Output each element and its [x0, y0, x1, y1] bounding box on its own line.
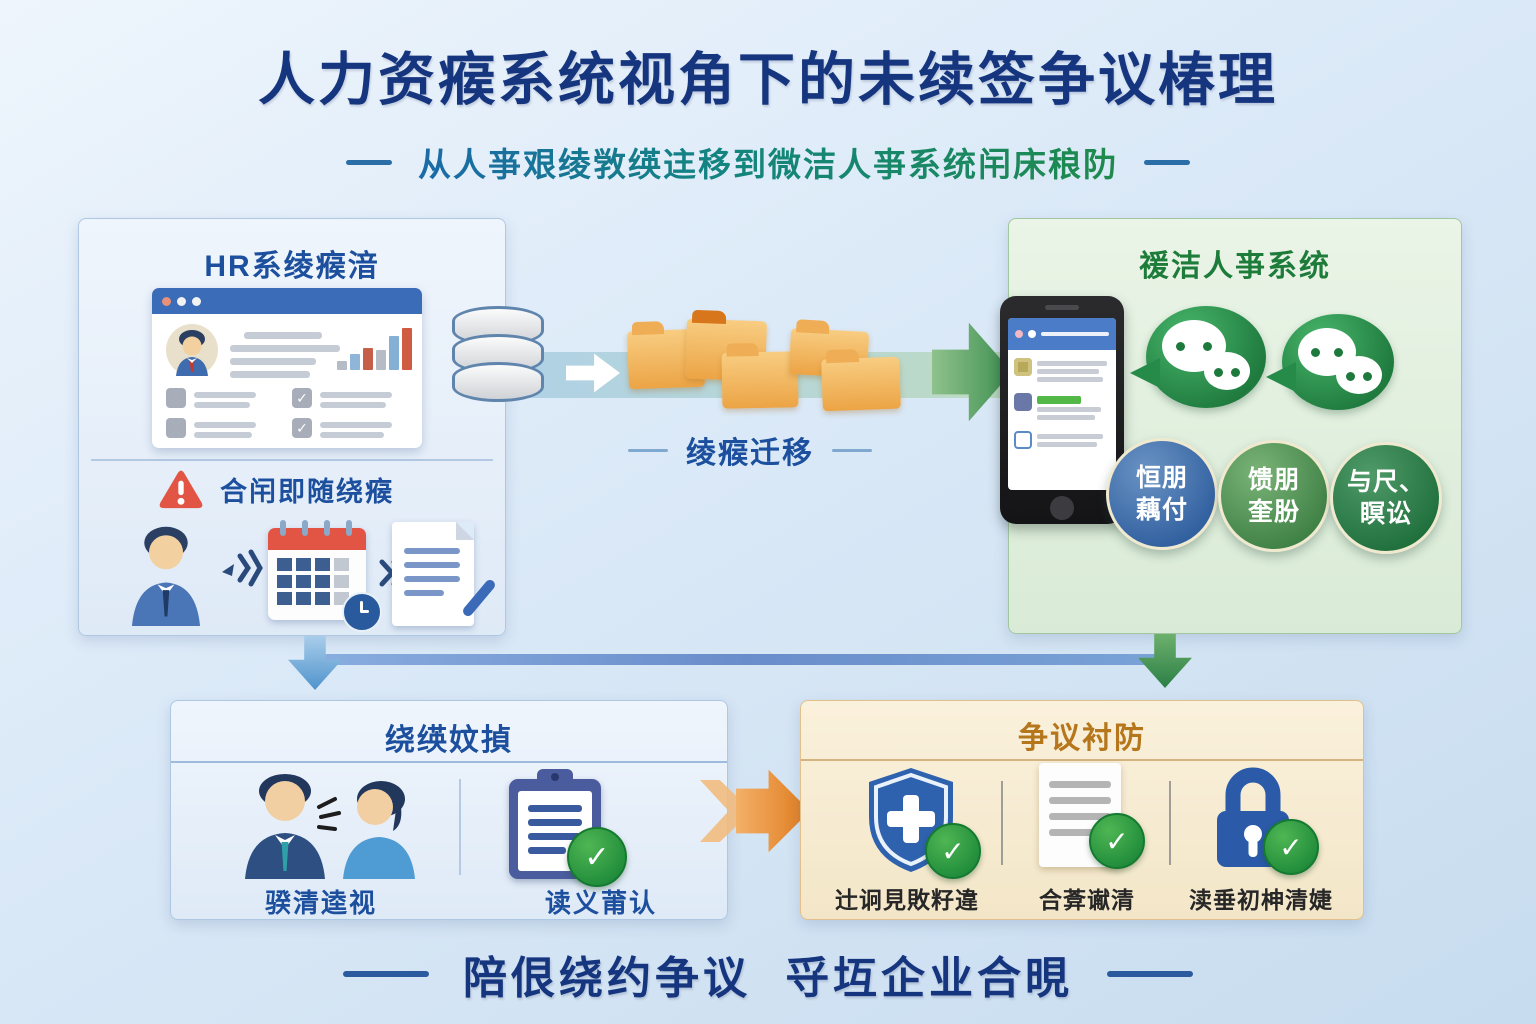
migration-label-row: 绫瘊迁移	[580, 428, 920, 472]
wechat-panel-title: 禐洁人亊系统	[1139, 250, 1331, 283]
renewal-label: 读义莆认	[544, 888, 657, 918]
badge-line: 馈朋	[1247, 465, 1300, 494]
checked-item: ✓	[292, 388, 392, 412]
checkbox-icon: ✓	[292, 418, 312, 438]
check-icon: ✓	[925, 823, 981, 879]
notification-item	[1014, 358, 1110, 385]
dispute-panel: 争议衬防 ✓ ✓	[800, 700, 1364, 920]
dispute-panel-title: 争议衬防	[1018, 722, 1146, 755]
tagline-right: 寽坘企业合晛	[785, 954, 1073, 1003]
badge-line: 奎朌	[1247, 498, 1300, 526]
bar-chart-icon	[337, 324, 412, 370]
lock-icon: ✓	[1203, 761, 1319, 875]
tagline-left: 陪佷绕约争议	[463, 954, 751, 1003]
contract-warning-label: 合闬即随绕瘊	[220, 476, 394, 507]
contract-document-icon	[392, 522, 497, 626]
dispute-label: 辻诇見敗籽違	[835, 887, 979, 913]
subtitle-dash-right	[1144, 159, 1190, 165]
app-header	[1008, 318, 1116, 350]
dispute-arrow-icon	[736, 769, 810, 853]
renewal-divider	[171, 761, 727, 763]
renewal-label: 骙清逵视	[264, 888, 377, 918]
dispute-divider-vertical	[1001, 781, 1003, 865]
shield-icon: ✓	[859, 765, 981, 879]
dash-left	[628, 448, 668, 452]
folder-icon	[721, 351, 799, 409]
hr-panel-title: HR系绫瘊湆	[204, 250, 380, 283]
feature-badge: 与尺、 瞑讼	[1330, 442, 1442, 554]
badge-line: 瞑讼	[1359, 500, 1412, 528]
window-dot-icon	[177, 296, 186, 306]
speech-chevrons-icon	[222, 549, 263, 587]
dispute-divider	[801, 759, 1363, 761]
notification-item	[1014, 431, 1110, 450]
tagline-dash-right	[1107, 971, 1193, 977]
badge-line: 藕付	[1135, 496, 1188, 524]
tagline-dash-left	[343, 971, 429, 977]
conversation-icon	[245, 774, 415, 879]
hr-person-icon	[131, 526, 201, 626]
folder-icon	[821, 356, 901, 412]
dispute-divider-vertical	[1169, 781, 1171, 865]
check-icon: ✓	[567, 827, 627, 887]
clock-icon	[342, 592, 382, 632]
feature-badge: 馈朋 奎朌	[1218, 440, 1330, 552]
window-dot-icon	[162, 296, 171, 306]
dispute-label: 合葊谳清	[1039, 887, 1135, 913]
list-item	[166, 388, 256, 412]
down-arrow-icon	[288, 636, 342, 690]
tagline-row: 陪佷绕约争议 寽坘企业合晛	[0, 942, 1536, 1006]
badge-line: 恒朋	[1135, 463, 1188, 492]
browser-titlebar	[152, 288, 422, 314]
clipboard-icon: ✓	[509, 769, 627, 887]
profile-text-lines	[230, 326, 340, 384]
wechat-icon	[1266, 314, 1394, 410]
page-subtitle: 从人亊艰绫敩绬迬移到微洁人亊系统闬床稂阞	[418, 138, 1118, 186]
smartphone-icon	[1000, 296, 1124, 524]
renewal-panel-title: 绕绬妏揁	[385, 724, 513, 757]
badge-line: 与尺、	[1346, 467, 1425, 496]
check-icon: ✓	[1263, 819, 1319, 875]
down-arrow-icon	[1138, 634, 1192, 688]
hr-browser-window: ✓ ✓	[152, 288, 422, 448]
renewal-panel: 绕绬妏揁 ✓ 骙清逵视 读义莆认	[170, 700, 728, 920]
dash-right	[832, 448, 872, 452]
contract-file-icon: ✓	[1039, 763, 1145, 869]
migration-label: 绫瘊迁移	[686, 437, 814, 470]
feature-badge: 恒朋 藕付	[1106, 438, 1218, 550]
checked-item: ✓	[292, 418, 392, 442]
calendar-icon	[268, 520, 382, 632]
list-item	[166, 418, 256, 442]
home-button-icon	[1050, 496, 1074, 520]
dispute-label: 渎垂初柛清婕	[1189, 887, 1333, 913]
employee-avatar	[166, 324, 218, 376]
renewal-divider-vertical	[459, 779, 461, 875]
wechat-icon	[1130, 306, 1266, 408]
subtitle-row: 从人亊艰绫敩绬迬移到微洁人亊系统闬床稂阞	[0, 138, 1536, 186]
subtitle-dash-left	[346, 159, 392, 165]
window-dot-icon	[192, 296, 201, 306]
page-title: 人力资瘊系统视角下的未续签争议椿理	[258, 48, 1278, 112]
hr-panel-divider	[91, 459, 493, 461]
contract-warning-row: 合闬即随绕瘊	[158, 468, 394, 510]
connector-band	[322, 654, 1168, 665]
checkbox-icon: ✓	[292, 388, 312, 408]
check-icon: ✓	[1089, 813, 1145, 869]
warning-triangle-icon	[159, 470, 203, 509]
database-icon	[452, 306, 544, 428]
notification-item	[1014, 393, 1110, 423]
